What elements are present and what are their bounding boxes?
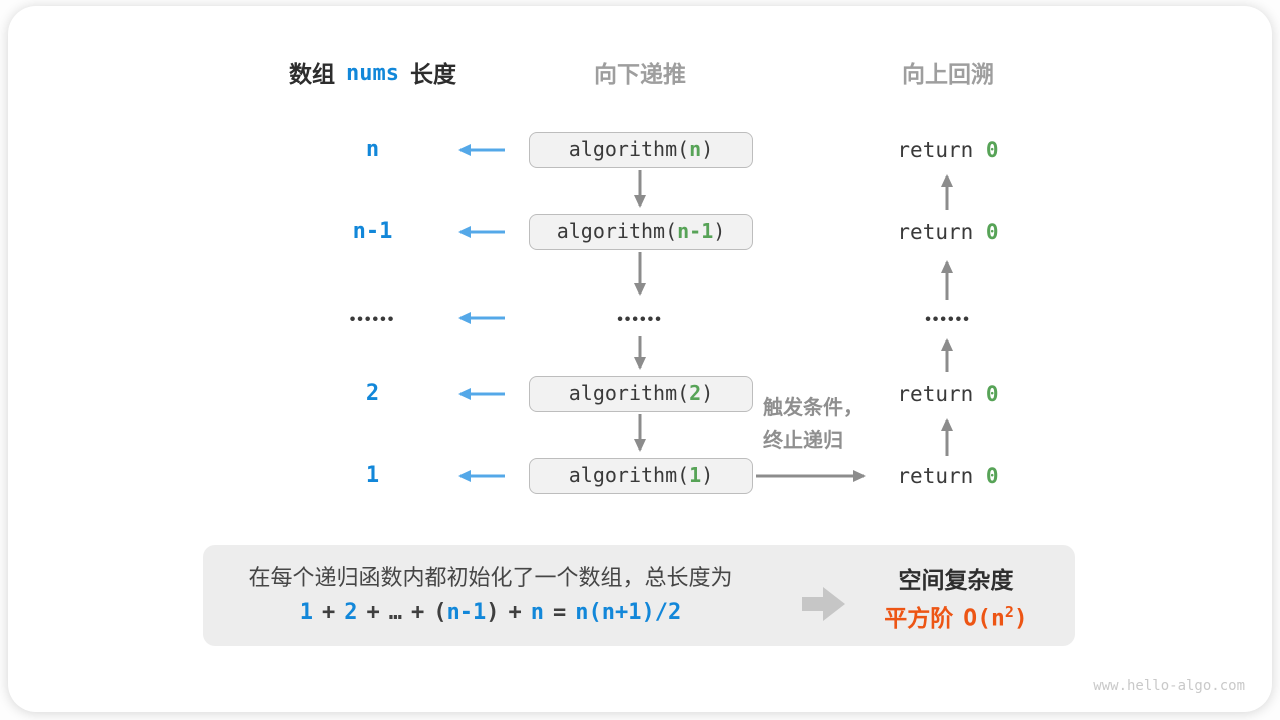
summary-panel [203,545,1075,646]
ellipsis-right: •••••• [925,311,971,328]
panel-description: 在每个递归函数内都初始化了一个数组，总长度为 [248,565,733,590]
return-value: 0 [985,464,999,488]
return-keyword: return [897,138,974,162]
formula-n-minus-1-group: (n-1) [433,600,499,625]
array-code-nums: nums [346,61,399,86]
big-o-close: ) [1013,606,1028,632]
call-box-algorithm-n: algorithm(n) [529,132,753,168]
header-backtrack-up: 向上回溯 [902,61,994,87]
formula-n: n [530,600,545,625]
length-label-1: 1 [365,463,380,488]
return-value: 0 [985,382,999,406]
ellipsis-middle: •••••• [617,311,663,328]
formula-ellipsis: … [388,600,403,625]
fn-close: ) [701,463,714,487]
formula-equals: = [553,600,567,625]
call-box-algorithm-2: algorithm(2) [529,376,753,412]
fn-close: ) [713,219,726,243]
fn-close: ) [701,137,714,161]
trigger-line-1: 触发条件， [763,397,863,419]
watermark-url: www.hello-algo.com [1093,678,1245,694]
order-label: 平方阶 [884,605,954,631]
call-box-algorithm-1: algorithm(1) [529,458,753,494]
ellipsis-left: •••••• [349,311,396,328]
fn-open: algorithm( [568,137,690,161]
sum-formula: 1 + 2 + … + (n-1) + n = n(n+1)/2 [218,600,763,625]
return-statement-3: return 0 [860,380,1036,408]
big-o-notation: O(n2) [963,603,1027,632]
formula-plus: + [322,600,336,625]
header-array-length: 数组 nums 长度 [240,58,505,90]
trigger-line-2: 终止递归 [763,430,843,452]
formula-n-1: n-1 [446,600,487,625]
fn-arg: n [689,137,702,161]
return-value: 0 [985,138,999,162]
formula-plus: + [508,600,522,625]
return-statement-4: return 0 [860,462,1036,490]
return-statement-2: return 0 [860,218,1036,246]
length-label-n-1: n-1 [352,219,393,244]
formula-1: 1 [299,600,314,625]
fn-close: ) [701,381,714,405]
fn-open: algorithm( [568,463,690,487]
fn-arg: 2 [689,381,702,405]
return-statement-1: return 0 [860,136,1036,164]
formula-rhs: n(n+1)/2 [575,600,682,625]
big-o-exponent: 2 [1004,603,1014,622]
fn-arg: 1 [689,463,702,487]
length-label-2: 2 [365,381,380,406]
return-keyword: return [897,220,974,244]
space-complexity-title: 空间复杂度 [898,567,1014,593]
call-box-algorithm-n-1: algorithm(n-1) [529,214,753,250]
return-value: 0 [985,220,999,244]
return-keyword: return [897,382,974,406]
length-label-n: n [365,137,380,162]
paren-open: ( [433,600,447,625]
formula-plus: + [366,600,380,625]
header-recurse-down: 向下递推 [594,61,686,87]
return-keyword: return [897,464,974,488]
formula-2: 2 [344,600,358,625]
array-label-post: 长度 [409,61,456,87]
fn-open: algorithm( [568,381,690,405]
fn-open: algorithm( [556,219,678,243]
big-o-open: O(n [963,606,1005,632]
fn-arg: n-1 [677,219,714,243]
array-label-pre: 数组 [289,61,335,87]
space-complexity-value: 平方阶 O(n2) [856,599,1056,633]
formula-plus: + [411,600,425,625]
trigger-condition-note: 触发条件， 终止递归 [763,392,903,458]
paren-close: ) [486,600,500,625]
